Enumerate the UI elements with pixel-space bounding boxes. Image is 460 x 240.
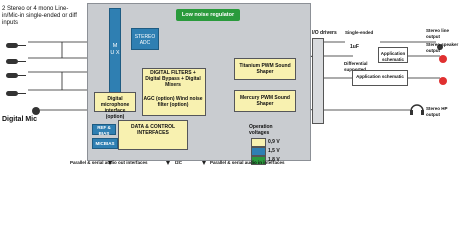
capacitor-label: 1uF [350,44,359,50]
mercury-sound-shaper: Mercury PWM Sound Shaper [234,90,296,112]
single-ended-label: Single-ended [345,30,374,35]
differential-label: Differential supported [344,61,368,72]
ref-bias-block: REF & BIAS [92,124,116,136]
microphone-icon [4,68,28,86]
digital-mic-interface: Digital microphone interface (option) [94,92,136,120]
headphones-icon [408,100,426,123]
io-drivers-block [312,38,324,124]
legend-swatch-1-8v [251,156,266,165]
stereo-adc: STEREO ADC [131,28,159,50]
legend-title: Operation voltages [249,124,273,136]
inputs-label: 2 Stereo or 4 mono Line-in/Mic-in single… [2,6,77,26]
titanium-sound-shaper: Titanium PWM Sound Shaper [234,58,296,80]
application-schematic-2: Application schematic [352,70,408,86]
agc-label: AGC (option) Wind noise filter (option) [143,96,203,108]
io-drivers-label: I/O drivers [312,30,337,36]
legend-label-1-5v: 1,5 V [268,148,280,154]
i2c-label: I2C [175,160,183,165]
stereo-hp-output-label: Stereo HP output [426,106,448,117]
data-control-interfaces: DATA & CONTROL INTERFACES [118,120,188,150]
microphone-icon [4,86,28,104]
legend-label-0-9v: 0,9 V [268,139,280,145]
legend-swatch-0-9v [251,138,266,147]
legend-label-1-8v: 1,8 V [268,157,280,163]
audio-in-interfaces-label: Parallel & serial audio in interfaces [210,160,285,165]
stereo-speaker-output-label: Stereo speaker output [426,42,459,53]
low-noise-regulator: Low noise regulator [176,9,240,21]
digital-filters-label: DIGITAL FILTERS + Digital Bypass + Digit… [145,70,201,88]
line-output-icon [436,38,446,56]
digital-filters-block [142,68,206,116]
legend-swatch-1-5v [251,147,266,156]
microphone-icon [4,38,28,56]
audio-out-interfaces-label: Parallel & serial audio out interfaces [70,160,148,165]
micbias-block: MICBIAS [92,138,118,149]
speaker-icon [438,73,448,91]
microphone-icon [30,104,42,122]
microphone-icon [4,54,28,72]
mux-block: M U X [109,8,121,94]
speaker-icon [438,51,448,69]
application-schematic-1: Application schematic [378,47,408,63]
stereo-line-output-label: Stereo line output [426,28,450,39]
digital-mic-label: Digital Mic [2,116,38,123]
